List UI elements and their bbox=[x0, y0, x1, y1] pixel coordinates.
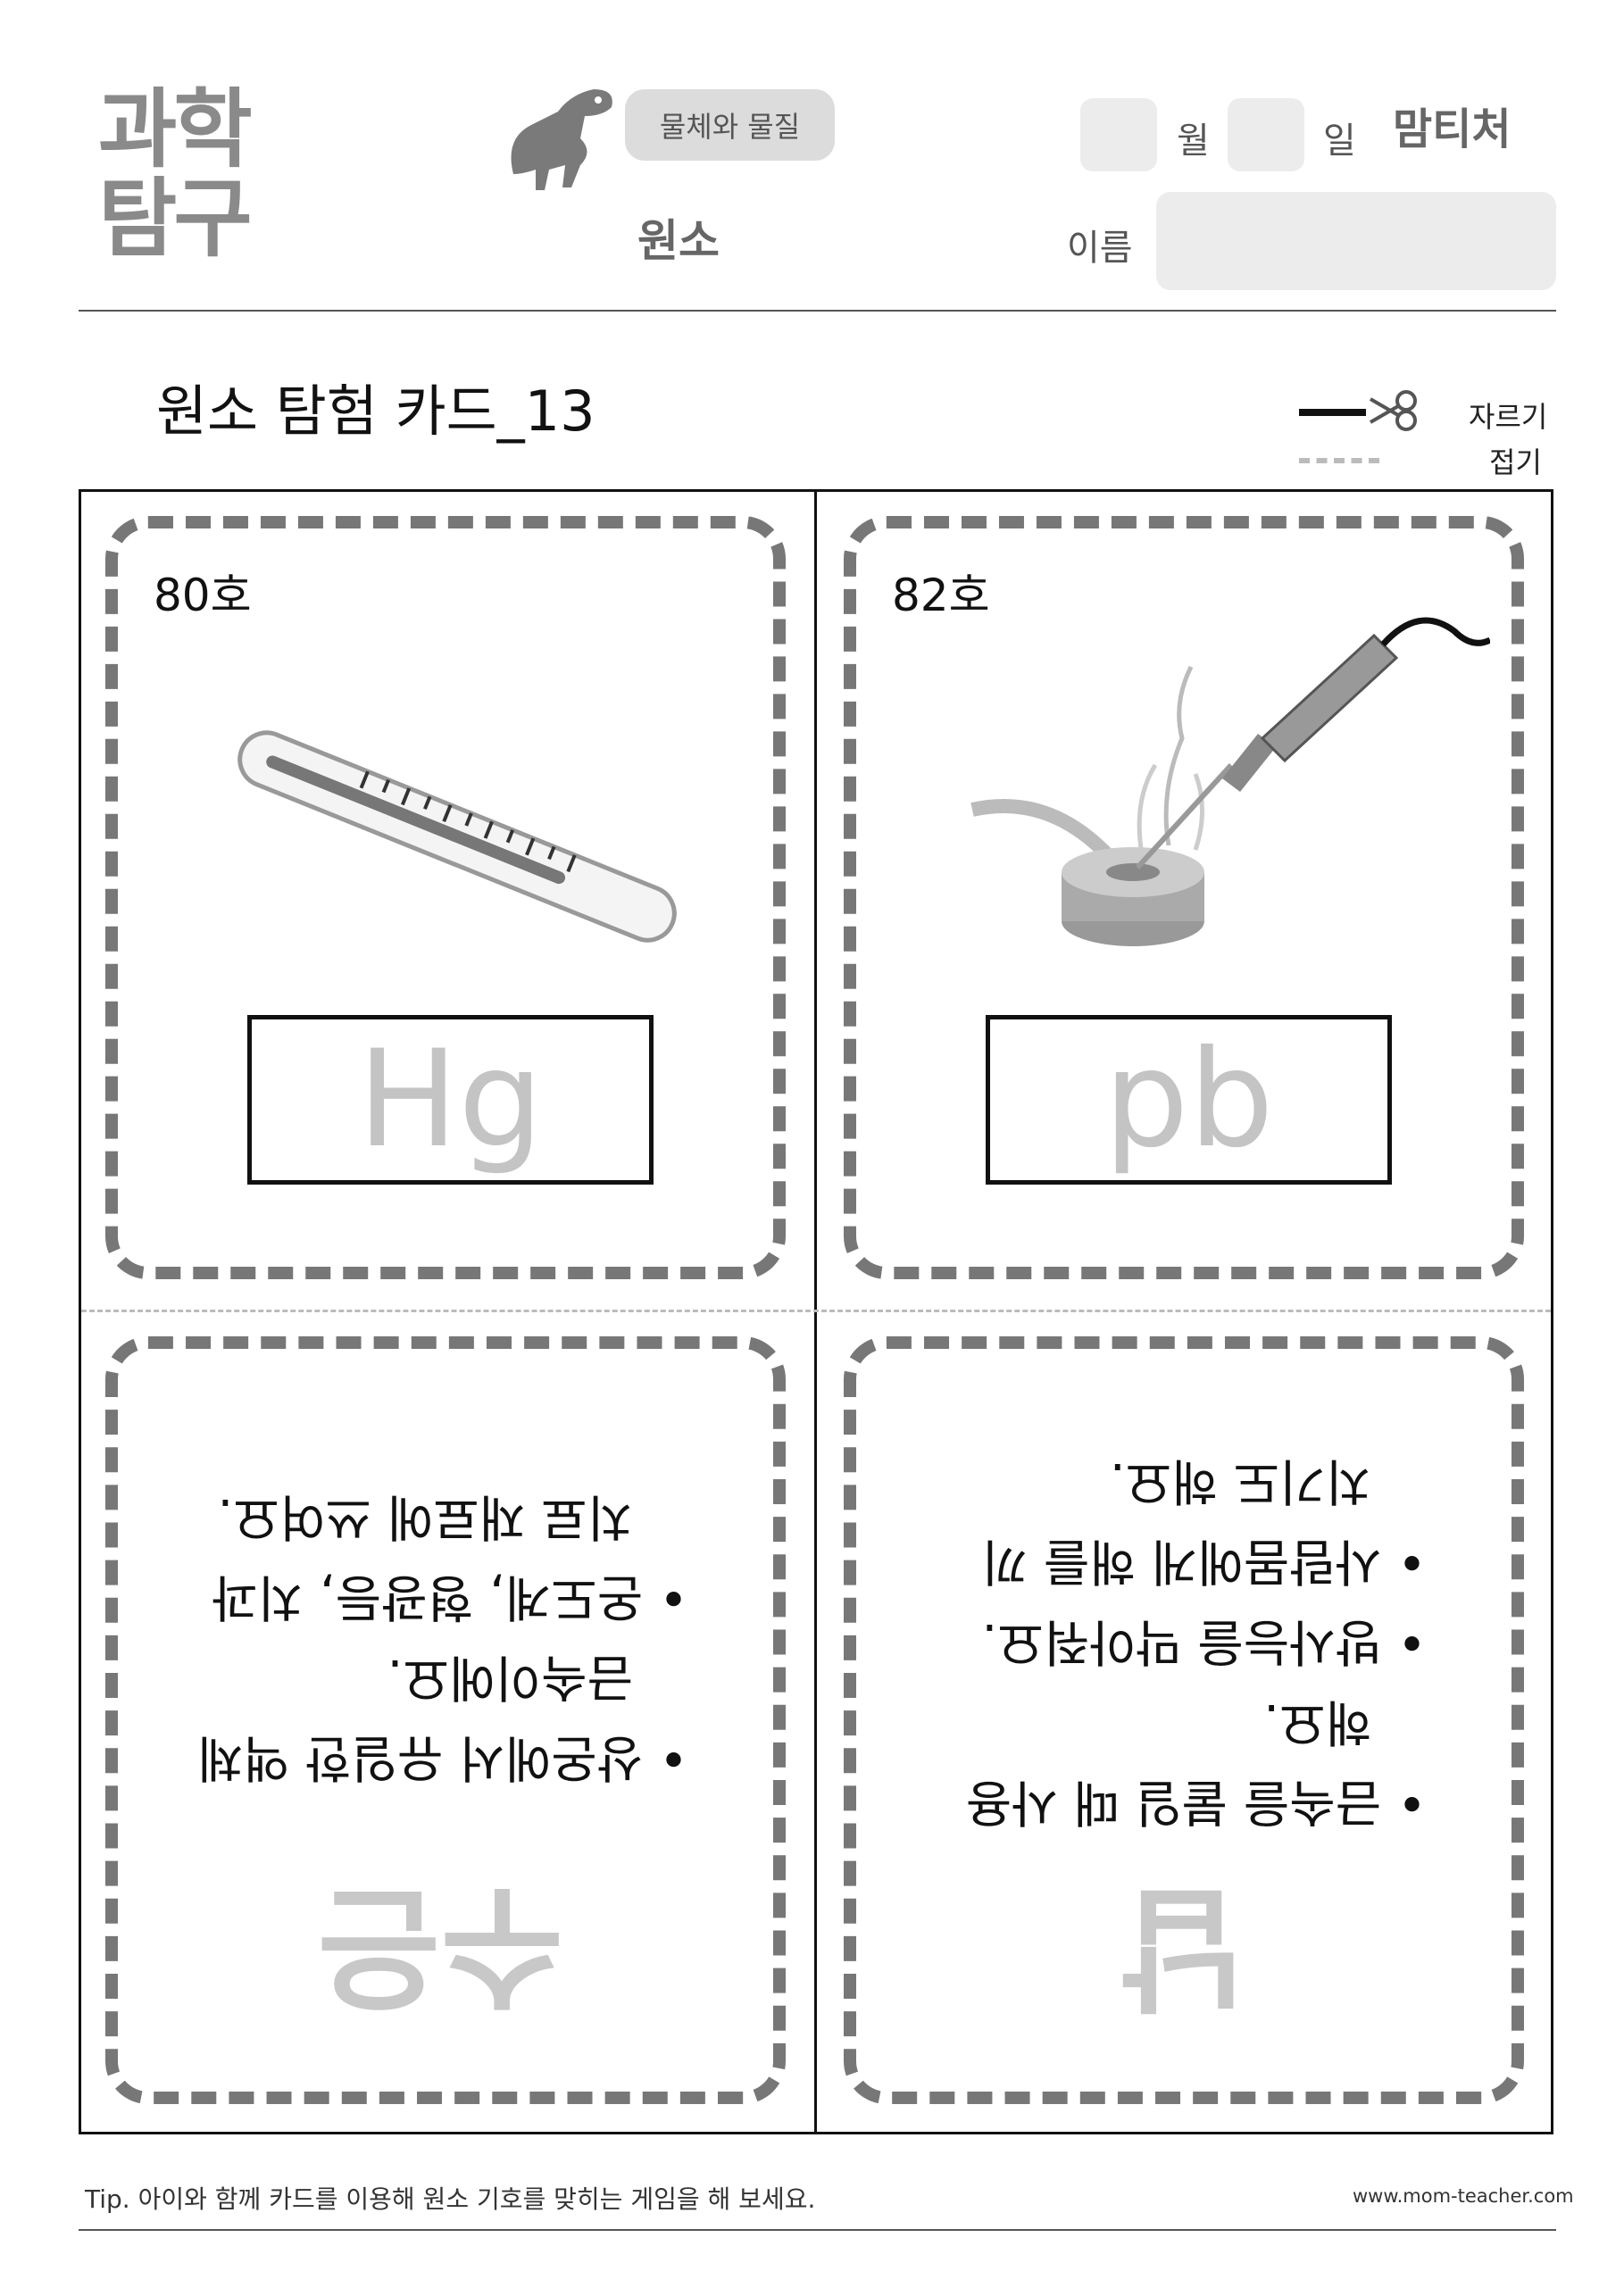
footer-divider bbox=[79, 2229, 1556, 2231]
cut-label: 자르기 bbox=[1469, 400, 1548, 434]
day-label: 일 bbox=[1323, 121, 1356, 162]
fact-line: • 온도계, 형광등, 치과 bbox=[211, 1568, 688, 1626]
website-link[interactable]: www.mom-teacher.com bbox=[1353, 2185, 1574, 2207]
element-symbol: Hg bbox=[357, 1022, 544, 1177]
page-title: 원소 탐험 카드_13 bbox=[156, 379, 595, 444]
fold-line-sample bbox=[1299, 458, 1379, 463]
element-number: 80호 bbox=[154, 570, 252, 621]
symbol-box: pb bbox=[986, 1015, 1392, 1185]
scissors-icon bbox=[1369, 390, 1417, 431]
element-facts: • 금속을 붙일 때 사용 해요. • 방사능을 막아줘요. • 사람몸에게 해… bbox=[855, 1440, 1427, 1842]
month-input[interactable] bbox=[1080, 98, 1157, 171]
thermometer-icon bbox=[237, 730, 677, 943]
cut-line-sample bbox=[1299, 409, 1366, 416]
tip-text: Tip. 아이와 함께 카드를 이용해 원소 기호를 맞히는 게임을 해 보세요… bbox=[85, 2184, 816, 2214]
logo-line1: 과학 bbox=[98, 79, 253, 179]
fact-line: 해요. bbox=[1263, 1693, 1371, 1751]
fold-line bbox=[81, 1310, 1551, 1312]
fold-label: 접기 bbox=[1489, 445, 1542, 479]
card-hg-back[interactable]: 수은 • 상온에서 유일한 액체 금속이에요. • 온도계, 형광등, 치과 치… bbox=[105, 1336, 786, 2104]
element-number: 82호 bbox=[892, 570, 990, 621]
name-input[interactable] bbox=[1156, 192, 1556, 290]
fact-line: • 상온에서 유일한 액체 bbox=[196, 1728, 688, 1786]
fact-line: • 방사능을 막아줘요. bbox=[981, 1612, 1427, 1670]
fact-line: 금속이에요. bbox=[387, 1648, 633, 1706]
dinosaur-icon bbox=[511, 89, 612, 190]
element-name: 납 bbox=[1120, 1869, 1244, 2025]
symbol-box: Hg bbox=[247, 1015, 654, 1185]
topic-badge: 물체와 물질 bbox=[625, 89, 835, 161]
brand-logo: 맘티처 bbox=[1393, 104, 1512, 154]
logo-line2: 탐구 bbox=[98, 169, 253, 269]
element-name: 수은 bbox=[316, 1869, 563, 2025]
day-input[interactable] bbox=[1228, 98, 1304, 171]
element-symbol: pb bbox=[1103, 1022, 1274, 1177]
logo: 과학 탐구 bbox=[98, 85, 295, 277]
fact-line: • 사람몸에게 해를 끼 bbox=[981, 1532, 1427, 1590]
month-label: 월 bbox=[1177, 121, 1210, 162]
card-pb-front[interactable]: 82호 pb bbox=[844, 516, 1524, 1279]
name-label: 이름 bbox=[1067, 228, 1133, 269]
fact-line: 치기도 해요. bbox=[1109, 1452, 1371, 1510]
element-facts: • 상온에서 유일한 액체 금속이에요. • 온도계, 형광등, 치과 치료 재… bbox=[117, 1476, 688, 1797]
soldering-iron-icon bbox=[970, 617, 1490, 946]
header-divider bbox=[79, 310, 1556, 312]
page-subtitle: 원소 bbox=[637, 215, 720, 267]
card-pb-back[interactable]: 납 • 금속을 붙일 때 사용 해요. • 방사능을 막아줘요. • 사람몸에게… bbox=[844, 1336, 1524, 2104]
fact-line: 치료 재료에 쓰여요. bbox=[217, 1487, 633, 1545]
fact-line: • 금속을 붙일 때 사용 bbox=[965, 1773, 1427, 1831]
card-hg-front[interactable]: 80호 Hg bbox=[105, 516, 786, 1279]
